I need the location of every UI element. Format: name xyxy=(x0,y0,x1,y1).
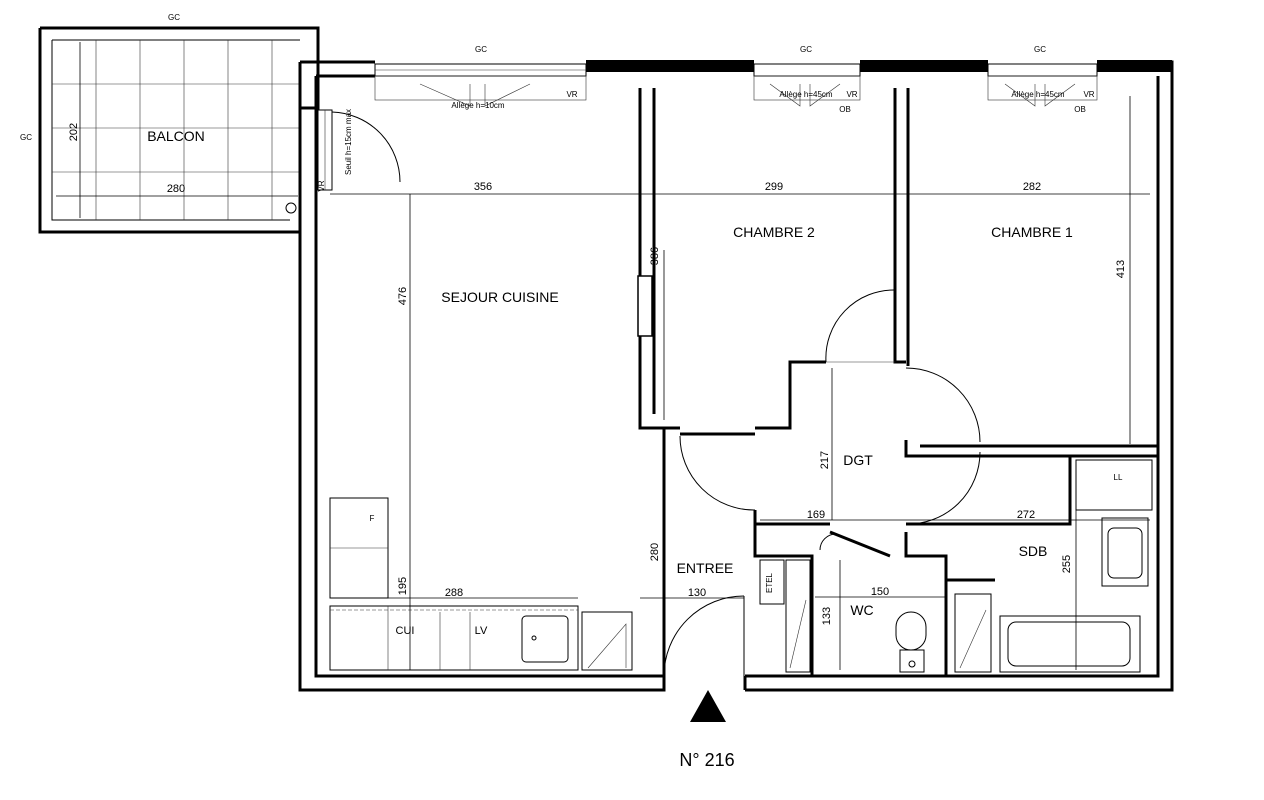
room-sejour-cuisine: SEJOUR CUISINE xyxy=(441,289,558,305)
label-ob-ch1: OB xyxy=(1074,105,1086,114)
room-dgt: DGT xyxy=(843,452,873,468)
label-gc-sejour: GC xyxy=(475,45,487,54)
bathroom-fixtures xyxy=(759,459,1153,673)
window-sejour xyxy=(374,63,587,107)
label-ll: LL xyxy=(1114,473,1123,482)
entry-arrow-icon xyxy=(690,690,726,722)
label-vr-ch1: VR xyxy=(1083,90,1094,99)
dim-balcon-h: 202 xyxy=(68,123,80,141)
room-balcon: BALCON xyxy=(147,128,205,144)
dimension-lines xyxy=(330,96,1150,670)
label-vr-sejour: VR xyxy=(566,90,577,99)
dim-sdb-h: 255 xyxy=(1061,555,1073,573)
room-chambre-2: CHAMBRE 2 xyxy=(733,224,815,240)
label-gc-ch1: GC xyxy=(1034,45,1046,54)
label-allege-sejour: Allège h=10cm xyxy=(451,101,504,110)
label-cui: CUI xyxy=(396,625,415,637)
window-chambre1 xyxy=(987,63,1098,107)
dim-kitchen-h: 195 xyxy=(397,577,409,595)
label-seuil: Seuil h=15cm max xyxy=(344,109,353,175)
dim-ch1-h: 413 xyxy=(1115,260,1127,278)
dim-wc-h: 133 xyxy=(821,607,833,625)
dim-entree-w: 130 xyxy=(688,587,706,599)
label-vr-ch2: VR xyxy=(846,90,857,99)
label-ob-ch2: OB xyxy=(839,105,851,114)
dim-kitchen-w: 288 xyxy=(445,587,463,599)
label-gc-balcon-left: GC xyxy=(20,133,32,142)
interior-walls xyxy=(637,88,1158,676)
dim-ch2-h: 386 xyxy=(649,247,661,265)
dim-ch1-w: 282 xyxy=(1023,181,1041,193)
label-fridge: F xyxy=(370,514,375,523)
outer-walls xyxy=(298,60,1174,692)
dim-dgt-w: 169 xyxy=(807,509,825,521)
dim-sdb-w: 272 xyxy=(1017,509,1035,521)
apartment-number: N° 216 xyxy=(679,750,734,770)
dim-balcon-w: 280 xyxy=(167,183,185,195)
room-wc: WC xyxy=(850,602,873,618)
dim-wc-w: 150 xyxy=(871,586,889,598)
label-allege-ch2: Allège h=45cm xyxy=(779,90,832,99)
room-entree: ENTREE xyxy=(677,560,734,576)
dim-sejour-h: 476 xyxy=(397,287,409,305)
window-chambre2 xyxy=(753,63,861,107)
room-chambre-1: CHAMBRE 1 xyxy=(991,224,1073,240)
dim-entree-h: 280 xyxy=(649,543,661,561)
label-vr-balcony-door: VR xyxy=(317,180,326,191)
label-gc-ch2: GC xyxy=(800,45,812,54)
label-allege-ch1: Allège h=45cm xyxy=(1011,90,1064,99)
room-sdb: SDB xyxy=(1019,543,1048,559)
dim-dgt-h: 217 xyxy=(819,451,831,469)
balcony-door xyxy=(317,109,401,191)
label-etel: ETEL xyxy=(765,572,774,593)
kitchen-fixtures xyxy=(329,497,633,671)
dim-ch2-w: 299 xyxy=(765,181,783,193)
label-lv: LV xyxy=(475,625,488,637)
label-gc-balcon-top: GC xyxy=(168,13,180,22)
dim-sejour-w: 356 xyxy=(474,181,492,193)
